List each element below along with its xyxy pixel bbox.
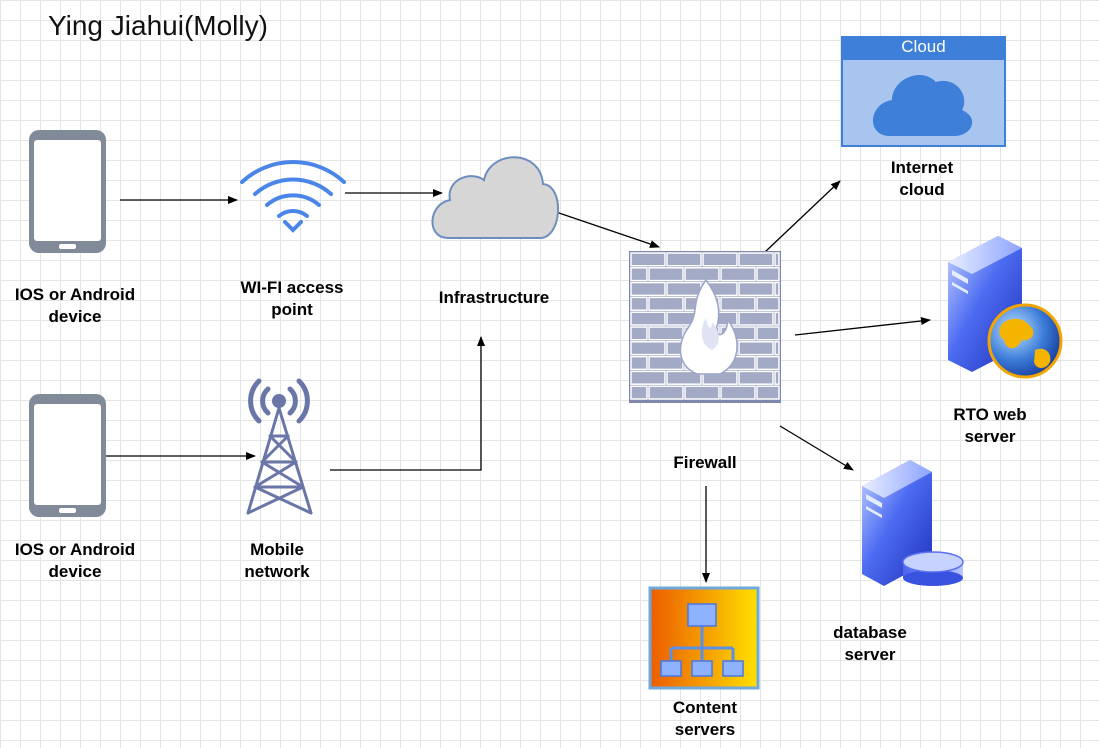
- label-line: Mobile: [250, 540, 304, 559]
- firewall-brick: [756, 267, 780, 282]
- arrow-firewall-to-internet: [764, 180, 841, 253]
- arrow-firewall-to-rto: [794, 317, 931, 336]
- firewall-icon: [629, 251, 781, 403]
- arrow-mobile-to-infrastructure: [330, 336, 485, 471]
- firewall-brick: [774, 370, 780, 385]
- firewall-brick: [648, 296, 684, 311]
- firewall-brick: [720, 267, 756, 282]
- firewall-brick: [630, 370, 666, 385]
- firewall-brick: [630, 355, 648, 371]
- firewall-brick: [684, 385, 720, 400]
- firewall-brick: [648, 385, 684, 400]
- smartphone-icon: [29, 394, 106, 517]
- cell-tower-icon: [246, 378, 313, 515]
- arrow-infrastructure-to-firewall: [555, 211, 660, 248]
- firewall-brick: [756, 385, 780, 400]
- network-hierarchy-icon: [648, 586, 760, 690]
- firewall-brick: [630, 267, 648, 282]
- firewall-brick: [738, 341, 774, 356]
- firewall-brick: [756, 296, 780, 311]
- label-device-bottom: IOS or Android device: [0, 539, 150, 583]
- firewall-brick: [648, 267, 684, 282]
- firewall-brick: [684, 267, 720, 282]
- firewall-brick: [630, 252, 666, 267]
- firewall-brick: [738, 370, 774, 385]
- cloud-icon: [431, 156, 559, 239]
- firewall-brick: [774, 281, 780, 297]
- label-line: database: [833, 623, 907, 642]
- label-device-top: IOS or Android device: [0, 284, 150, 328]
- firewall-brick: [666, 281, 702, 297]
- label-line: IOS or Android: [14, 285, 136, 304]
- label-line: Internet: [890, 158, 954, 177]
- label-line: Content: [672, 698, 738, 717]
- firewall-brick: [756, 326, 780, 341]
- label-line: Firewall: [673, 453, 737, 472]
- firewall-brick: [648, 326, 684, 341]
- firewall-brick: [738, 311, 774, 326]
- firewall-brick: [774, 311, 780, 326]
- label-line: server: [964, 427, 1016, 446]
- label-mobile: Mobile network: [227, 539, 327, 583]
- firewall-brick: [666, 252, 702, 267]
- cloud-container-header: Cloud: [901, 37, 946, 56]
- firewall-brick: [630, 341, 666, 356]
- firewall-brick: [774, 341, 780, 356]
- firewall-brick: [630, 296, 648, 311]
- label-line: IOS or Android: [14, 540, 136, 559]
- label-line: WI-FI access: [240, 278, 344, 297]
- firewall-brick: [630, 311, 666, 326]
- diagram-title: Ying Jiahui(Molly): [48, 10, 268, 41]
- firewall-brick: [648, 355, 684, 371]
- label-wifi: WI-FI access point: [222, 277, 362, 321]
- firewall-brick: [738, 252, 774, 267]
- label-database-server: database server: [815, 622, 925, 666]
- database-server-icon: [862, 460, 964, 586]
- label-internet-cloud: Internet cloud: [872, 157, 972, 201]
- firewall-brick: [738, 281, 774, 297]
- firewall-brick: [774, 252, 780, 267]
- smartphone-icon: [29, 130, 106, 253]
- label-firewall: Firewall: [655, 452, 755, 474]
- label-line: cloud: [899, 180, 945, 199]
- label-line: servers: [674, 720, 736, 739]
- web-server-icon: [948, 236, 1063, 379]
- label-line: network: [244, 562, 310, 581]
- wifi-icon: [240, 159, 346, 233]
- firewall-brick: [702, 252, 738, 267]
- firewall-brick: [756, 355, 780, 371]
- firewall-brick: [630, 385, 648, 400]
- firewall-brick: [666, 370, 702, 385]
- label-line: Infrastructure: [438, 288, 550, 307]
- label-infrastructure: Infrastructure: [419, 287, 569, 309]
- firewall-brick: [720, 296, 756, 311]
- label-line: device: [48, 307, 102, 326]
- firewall-brick: [630, 281, 666, 297]
- arrow-firewall-to-database: [779, 425, 854, 471]
- label-line: device: [48, 562, 102, 581]
- label-line: point: [271, 300, 313, 319]
- cloud-container-icon: [841, 36, 1006, 147]
- firewall-brick: [630, 326, 648, 341]
- label-content-servers: Content servers: [655, 697, 755, 741]
- label-line: RTO web: [953, 405, 1027, 424]
- connectors: [105, 180, 931, 583]
- firewall-brick: [720, 385, 756, 400]
- label-rto-server: RTO web server: [940, 404, 1040, 448]
- label-line: server: [844, 645, 896, 664]
